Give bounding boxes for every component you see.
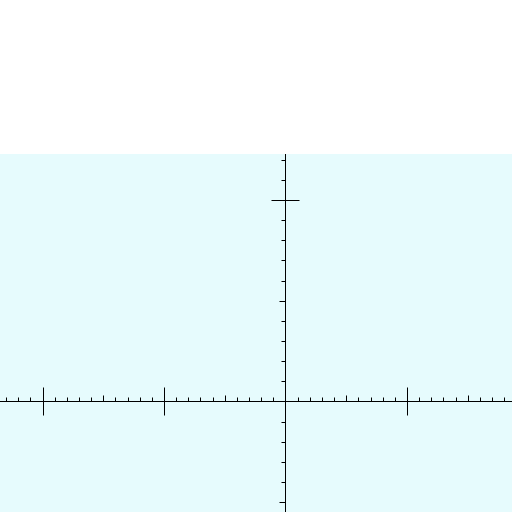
plot-area[interactable] bbox=[0, 154, 512, 512]
